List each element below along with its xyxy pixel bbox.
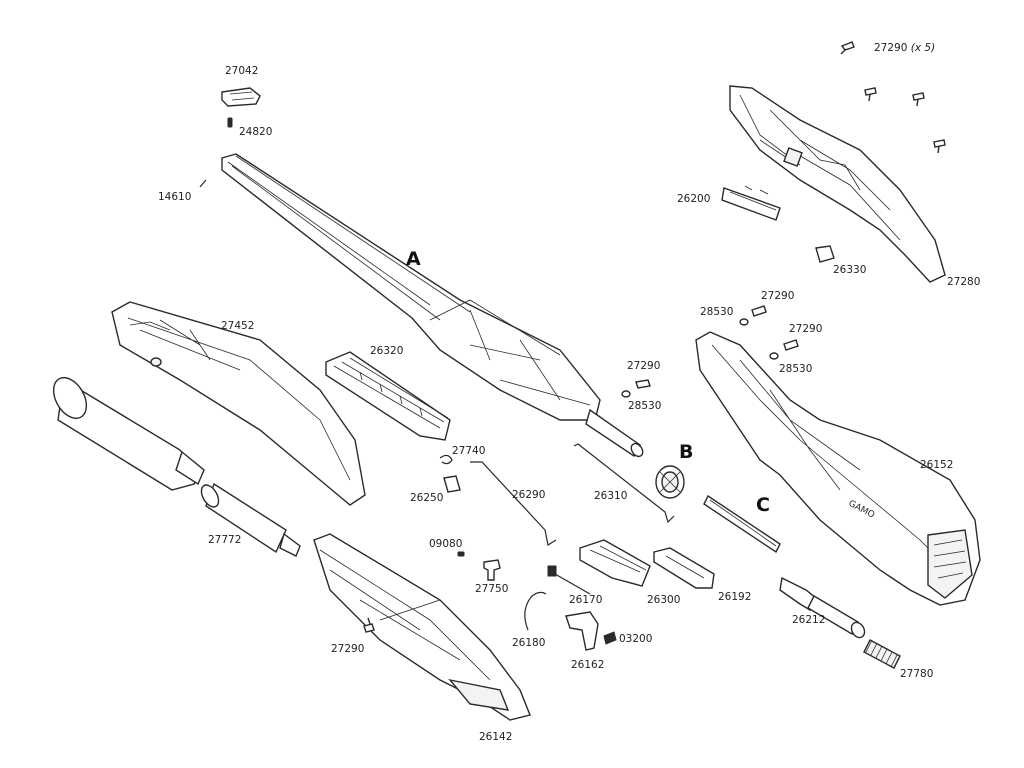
label-27452: 27452 [221,320,255,332]
part-27290-screw-mid [621,379,651,398]
label-27042: 27042 [225,65,259,77]
part-26250 [443,475,461,493]
label-14610: 14610 [158,191,192,203]
part-27772-cylinder [52,377,301,557]
part-26212-piston [779,576,866,639]
label-03200: 03200 [619,633,653,645]
label-27290-top: 27290 (x 5) [874,42,936,54]
part-26192-cover [653,547,715,589]
part-27042-clip [221,87,261,107]
label-26320: 26320 [370,345,404,357]
label-26170: 26170 [569,594,603,606]
part-26300-block [579,539,651,587]
label-27290-right-a: 27290 [761,290,795,302]
part-27280-receiver [729,85,946,283]
label-26192: 26192 [718,591,752,603]
part-26162-trigger [565,611,599,651]
part-27290-screw-bottom [363,617,375,633]
label-26142: 26142 [479,731,513,743]
part-26152-buttstock: GAMO [695,331,981,606]
part-26142-trigger-housing [313,533,531,721]
label-26330: 26330 [833,264,867,276]
label-26152: 26152 [920,459,954,471]
part-26170-spring [547,565,591,595]
part-26290-rod [470,461,557,546]
label-27772: 27772 [208,534,242,546]
label-26162: 26162 [571,659,605,671]
part-26200-rail [721,185,781,221]
label-26250: 26250 [410,492,444,504]
label-27280: 27280 [947,276,981,288]
label-26290: 26290 [512,489,546,501]
part-27452-stock-half [111,301,366,506]
label-26300: 26300 [647,594,681,606]
part-09080-pin [457,551,465,557]
part-26180-spring [524,591,547,631]
part-24820-pin [227,117,233,128]
part-03200 [603,631,617,645]
label-28530-mid: 28530 [628,400,662,412]
label-27290-qty: (x 5) [910,42,936,54]
section-label-a: A [406,248,421,270]
part-27740-clip [439,454,453,465]
part-27780-spring [863,639,901,669]
magazine-wheel [655,465,685,499]
part-bolt-pin [703,494,781,554]
label-27290-right-b: 27290 [789,323,823,335]
screws-27290-x5 [840,41,946,154]
section-label-c: C [756,494,770,516]
part-26310-rod [573,443,675,524]
label-27290-mid: 27290 [627,360,661,372]
label-27740: 27740 [452,445,486,457]
label-26180: 26180 [512,637,546,649]
label-27750: 27750 [475,583,509,595]
section-label-b: B [679,441,694,463]
label-26310: 26310 [594,490,628,502]
label-27290-bottom: 27290 [331,643,365,655]
label-28530-right-b: 28530 [779,363,813,375]
part-26320-magazine [325,351,451,441]
label-26200: 26200 [677,193,711,205]
label-26212: 26212 [792,614,826,626]
stock-screws [739,305,799,360]
label-09080: 09080 [429,538,463,550]
label-28530-right-a: 28530 [700,306,734,318]
label-24820: 24820 [239,126,273,138]
part-26330 [815,245,835,263]
barrel-assembly [221,153,644,458]
part-27750 [483,559,501,581]
part-14610-pin [199,179,207,188]
label-27780: 27780 [900,668,934,680]
